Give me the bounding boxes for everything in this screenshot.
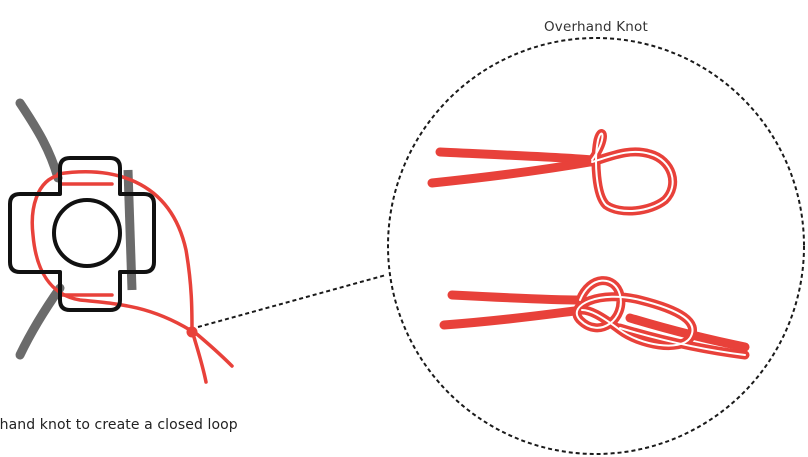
detail-circle — [387, 37, 805, 455]
connector-line — [197, 274, 387, 328]
strap — [15, 98, 137, 360]
instruction-caption: rhand knot to create a closed loop — [0, 417, 238, 433]
cross-shaped-device-icon — [8, 156, 156, 312]
detail-title: Overhand Knot — [543, 19, 649, 35]
cord-loop — [30, 170, 234, 384]
knot-point — [186, 326, 198, 338]
overhand-knot-tied-icon — [439, 276, 750, 360]
overhand-knot-open-icon — [427, 129, 678, 216]
